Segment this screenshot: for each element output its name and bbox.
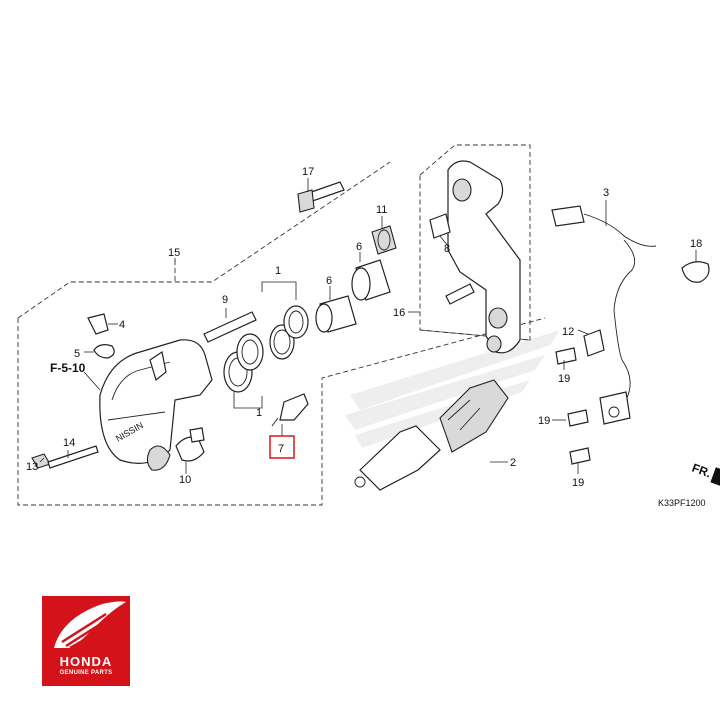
wing-icon xyxy=(54,601,126,650)
bolts-part-19 xyxy=(555,347,591,465)
pistons-part-6 xyxy=(315,259,391,333)
callout-12: 12 xyxy=(562,326,574,338)
front-direction-indicator: FR. xyxy=(690,461,720,486)
callout-10: 10 xyxy=(179,474,191,486)
callout-7: 7 xyxy=(278,443,284,455)
caliper-body: NISSIN xyxy=(99,339,213,471)
callout-labels: 15 17 11 6 6 1 1 9 4 5 14 13 10 3 8 18 1… xyxy=(26,166,702,489)
seal-set-part-1 xyxy=(223,281,309,409)
pin-bolt-part-14 xyxy=(47,445,99,469)
callout-2: 2 xyxy=(510,457,516,469)
clip-part-5 xyxy=(84,344,115,359)
callout-3: 3 xyxy=(603,187,609,199)
brake-pads-part-2 xyxy=(354,379,509,491)
highlighted-callout-7: 7 xyxy=(269,435,295,459)
honda-genuine-parts-logo: HONDA GENUINE PARTS xyxy=(42,596,130,686)
callout-19-c: 19 xyxy=(572,477,584,489)
boot-part-11 xyxy=(371,225,397,255)
callout-14: 14 xyxy=(63,437,75,449)
bolt-part-17 xyxy=(297,181,345,213)
callout-15: 15 xyxy=(168,247,180,259)
callout-17: 17 xyxy=(302,166,314,178)
bleeder-screw-part-4 xyxy=(87,313,118,335)
callout-6-lower: 6 xyxy=(326,275,332,287)
reference-label: F-5-10 xyxy=(50,361,101,391)
pin-part-9 xyxy=(203,308,257,343)
retainer-part-8 xyxy=(429,213,451,239)
callout-4: 4 xyxy=(119,319,125,331)
logo-subtitle: GENUINE PARTS xyxy=(59,670,113,676)
leader-lines xyxy=(39,178,697,474)
callout-13: 13 xyxy=(26,461,38,473)
diagram-code: K33PF1200 xyxy=(658,498,706,508)
front-direction-label: FR. xyxy=(690,461,713,481)
clamp-part-12 xyxy=(583,329,605,357)
callout-19-a: 19 xyxy=(558,373,570,385)
caliper-bracket-part-16 xyxy=(445,160,521,354)
callout-11: 11 xyxy=(376,204,387,216)
speed-sensor-part-3 xyxy=(551,205,657,425)
bolt-part-10 xyxy=(175,427,205,474)
callout-6-upper: 6 xyxy=(356,241,362,253)
section-reference: F-5-10 xyxy=(50,361,86,375)
callout-19-b: 19 xyxy=(538,415,550,427)
pad-spring-part-7 xyxy=(271,393,309,427)
callout-18: 18 xyxy=(690,238,702,250)
logo-brand-name: HONDA xyxy=(59,654,113,669)
callout-1-lower: 1 xyxy=(256,407,262,419)
callout-16: 16 xyxy=(393,307,405,319)
callout-8: 8 xyxy=(444,243,450,255)
callout-1-upper: 1 xyxy=(275,265,281,277)
callout-9: 9 xyxy=(222,294,228,306)
callout-5: 5 xyxy=(74,348,80,360)
clamp-part-18 xyxy=(681,261,710,283)
